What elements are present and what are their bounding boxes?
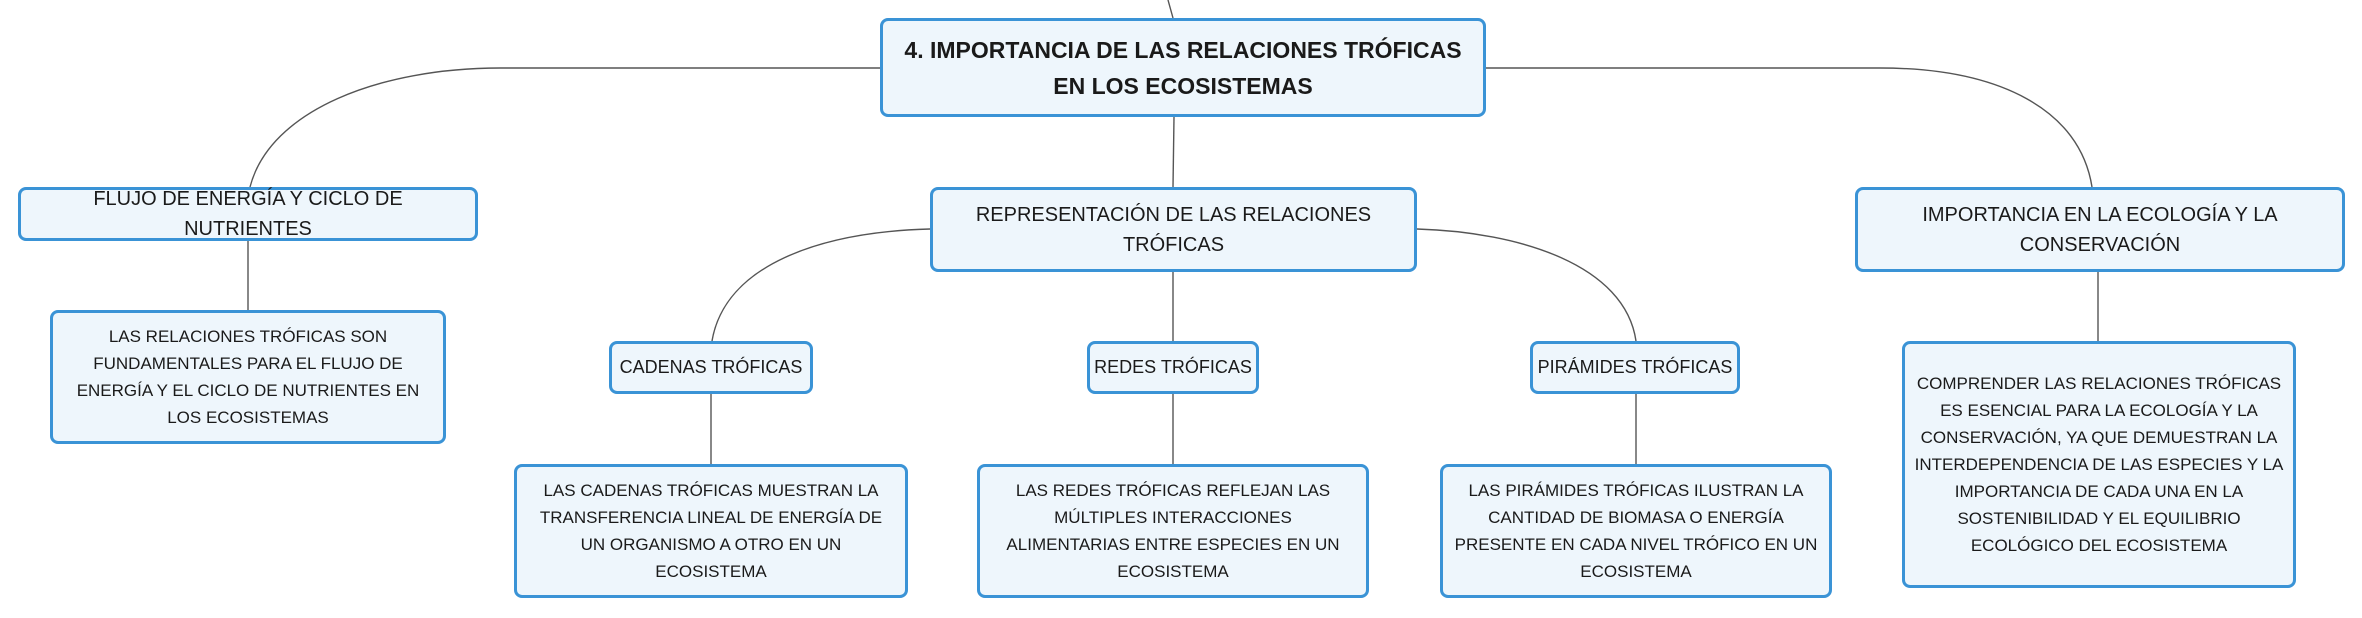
detail-text-flujo: LAS RELACIONES TRÓFICAS SON FUNDAMENTALE… [76, 327, 420, 427]
subtopic-label-cadenas: CADENAS TRÓFICAS [619, 357, 803, 377]
root-node[interactable]: 4. IMPORTANCIA DE LAS RELACIONES TRÓFICA… [880, 18, 1486, 117]
topic-node-importancia[interactable]: IMPORTANCIA EN LA ECOLOGÍA Y LA CONSERVA… [1855, 187, 2345, 272]
detail-node-piramides[interactable]: LAS PIRÁMIDES TRÓFICAS ILUSTRAN LA CANTI… [1440, 464, 1832, 598]
detail-text-redes: LAS REDES TRÓFICAS REFLEJAN LAS MÚLTIPLE… [1006, 481, 1340, 581]
connector-root-importancia [1486, 67, 2093, 188]
connector-root-representacion [1172, 116, 1175, 188]
topic-label-importancia: IMPORTANCIA EN LA ECOLOGÍA Y LA CONSERVA… [1922, 203, 2278, 256]
connector-representacion-cadenas [711, 228, 931, 342]
topic-label-representacion: REPRESENTACIÓN DE LAS RELACIONES TRÓFICA… [975, 203, 1372, 256]
detail-text-importancia: COMPRENDER LAS RELACIONES TRÓFICAS ES ES… [1914, 374, 2284, 555]
topic-label-flujo: FLUJO DE ENERGÍA Y CICLO DE NUTRIENTES [93, 188, 403, 240]
detail-node-flujo[interactable]: LAS RELACIONES TRÓFICAS SON FUNDAMENTALE… [50, 310, 446, 444]
connector-parent-root [1167, 0, 1174, 19]
detail-node-redes[interactable]: LAS REDES TRÓFICAS REFLEJAN LAS MÚLTIPLE… [977, 464, 1369, 598]
root-label: 4. IMPORTANCIA DE LAS RELACIONES TRÓFICA… [904, 36, 1462, 99]
detail-text-cadenas: LAS CADENAS TRÓFICAS MUESTRAN LA TRANSFE… [539, 481, 883, 581]
subtopic-node-redes[interactable]: REDES TRÓFICAS [1087, 341, 1259, 394]
detail-node-importancia[interactable]: COMPRENDER LAS RELACIONES TRÓFICAS ES ES… [1902, 341, 2296, 588]
connector-root-flujo [249, 67, 880, 188]
topic-node-flujo[interactable]: FLUJO DE ENERGÍA Y CICLO DE NUTRIENTES [18, 187, 478, 241]
subtopic-node-piramides[interactable]: PIRÁMIDES TRÓFICAS [1530, 341, 1740, 394]
subtopic-node-cadenas[interactable]: CADENAS TRÓFICAS [609, 341, 813, 394]
connector-representacion-piramides [1416, 228, 1637, 342]
detail-text-piramides: LAS PIRÁMIDES TRÓFICAS ILUSTRAN LA CANTI… [1454, 481, 1818, 581]
topic-node-representacion[interactable]: REPRESENTACIÓN DE LAS RELACIONES TRÓFICA… [930, 187, 1417, 272]
detail-node-cadenas[interactable]: LAS CADENAS TRÓFICAS MUESTRAN LA TRANSFE… [514, 464, 908, 598]
subtopic-label-piramides: PIRÁMIDES TRÓFICAS [1537, 357, 1733, 377]
subtopic-label-redes: REDES TRÓFICAS [1094, 357, 1252, 377]
